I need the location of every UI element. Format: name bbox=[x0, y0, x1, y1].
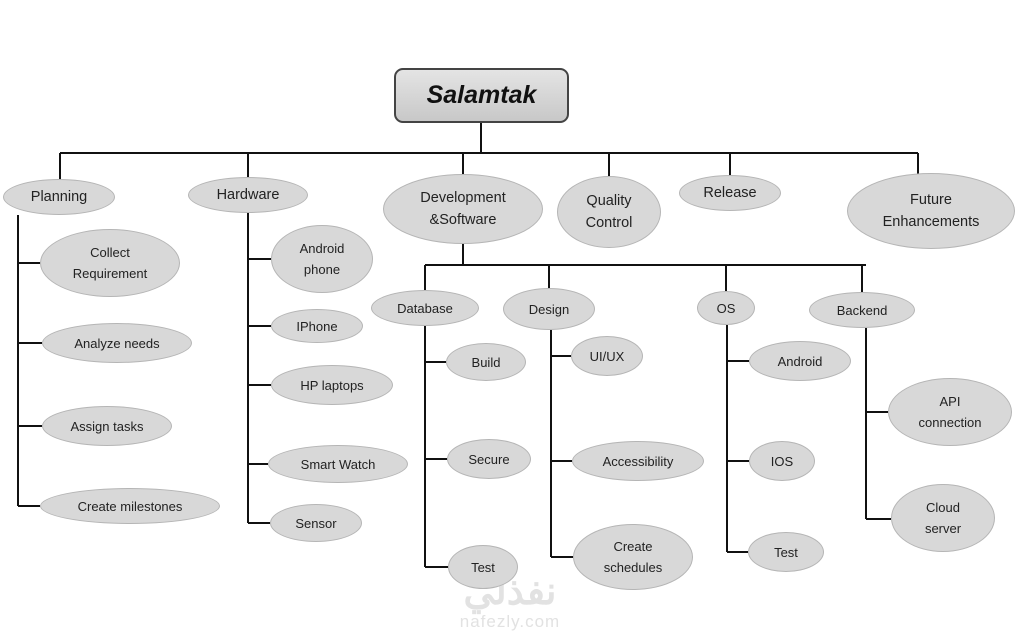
node-analyze: Analyze needs bbox=[42, 323, 192, 363]
node-sensor: Sensor bbox=[270, 504, 362, 542]
watermark-latin: nafezly.com bbox=[459, 612, 561, 631]
node-os-test: Test bbox=[748, 532, 824, 572]
node-android-phone: Android phone bbox=[271, 225, 373, 293]
node-milestones: Create milestones bbox=[40, 488, 220, 524]
node-android: Android bbox=[749, 341, 851, 381]
node-future: Future Enhancements bbox=[847, 173, 1015, 249]
node-iphone: IPhone bbox=[271, 309, 363, 343]
node-design: Design bbox=[503, 288, 595, 330]
node-quality: Quality Control bbox=[557, 176, 661, 248]
node-assign: Assign tasks bbox=[42, 406, 172, 446]
node-cloud: Cloud server bbox=[891, 484, 995, 552]
node-accessibility: Accessibility bbox=[572, 441, 704, 481]
node-uiux: UI/UX bbox=[571, 336, 643, 376]
node-database: Database bbox=[371, 290, 479, 326]
root-node: Salamtak bbox=[394, 68, 569, 123]
node-hardware: Hardware bbox=[188, 177, 308, 213]
node-os: OS bbox=[697, 291, 755, 325]
node-collect: Collect Requirement bbox=[40, 229, 180, 297]
node-build: Build bbox=[446, 343, 526, 381]
node-planning: Planning bbox=[3, 179, 115, 215]
node-db-test: Test bbox=[448, 545, 518, 589]
node-development: Development &Software bbox=[383, 174, 543, 244]
node-backend: Backend bbox=[809, 292, 915, 328]
node-api: API connection bbox=[888, 378, 1012, 446]
node-release: Release bbox=[679, 175, 781, 211]
node-watch: Smart Watch bbox=[268, 445, 408, 483]
node-ios: IOS bbox=[749, 441, 815, 481]
node-secure: Secure bbox=[447, 439, 531, 479]
node-hp: HP laptops bbox=[271, 365, 393, 405]
node-schedules: Create schedules bbox=[573, 524, 693, 590]
